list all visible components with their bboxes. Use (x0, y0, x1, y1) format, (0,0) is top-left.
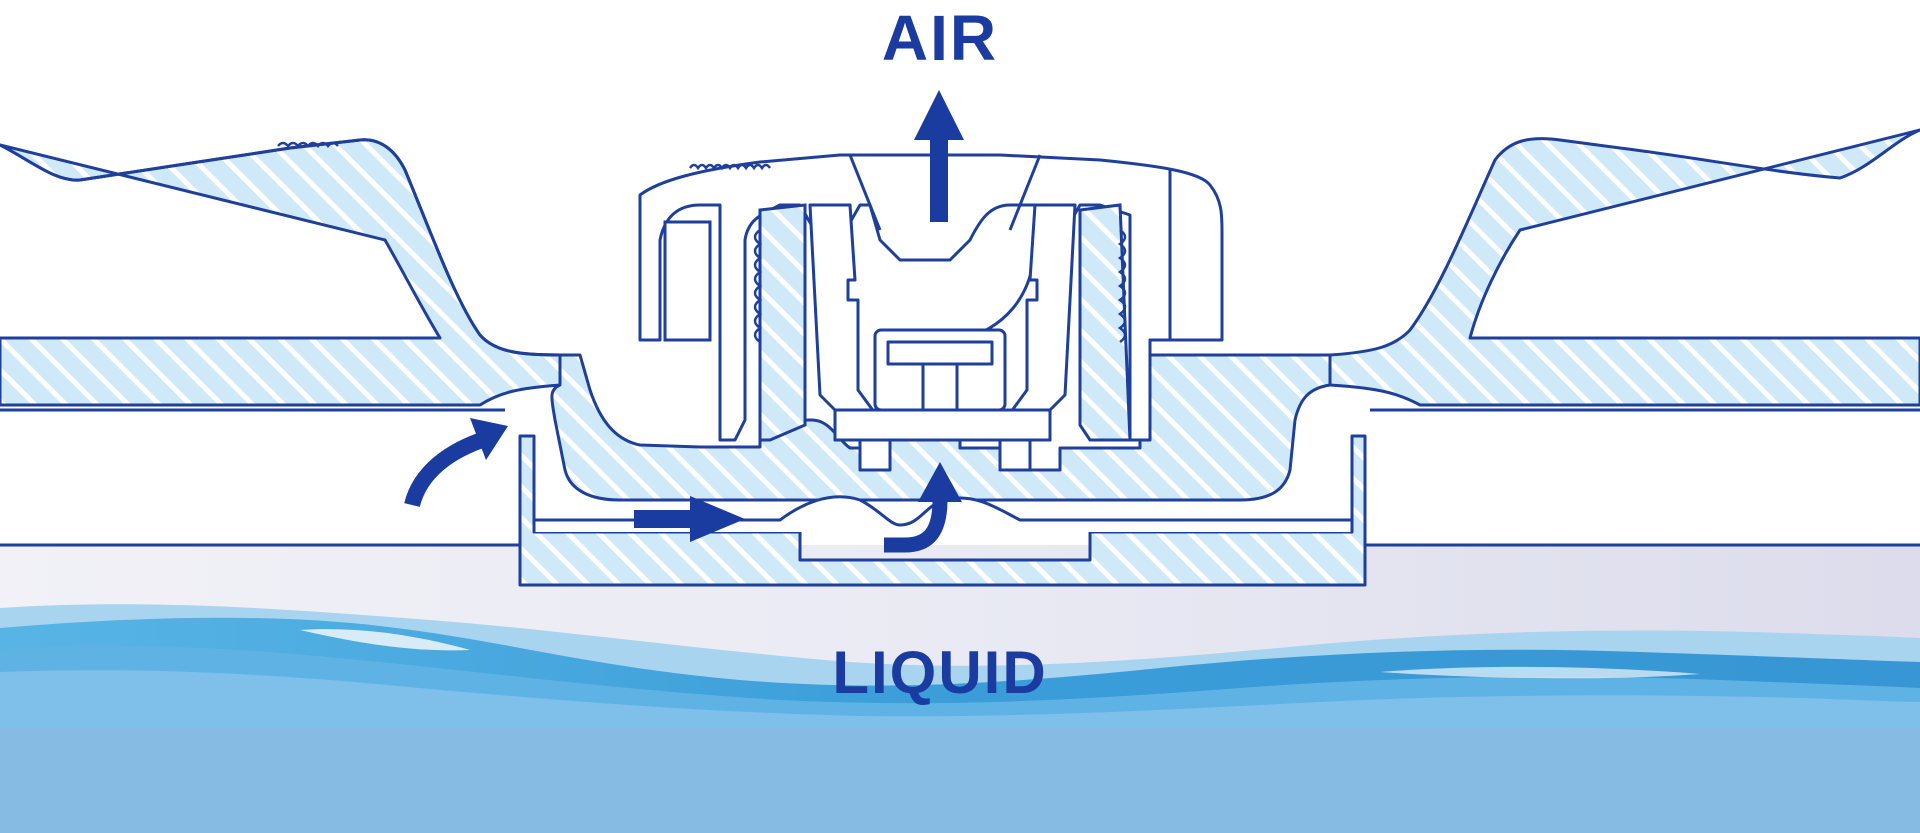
left-wall (0, 138, 562, 407)
arrow-right-icon (634, 496, 745, 542)
curved-arrow-up-icon (884, 462, 962, 553)
curved-arrow-icon (404, 418, 508, 508)
liquid-label: LIQUID (832, 639, 1047, 706)
air-label: AIR (882, 2, 998, 74)
layer-lines (0, 408, 1920, 547)
liquid-region (0, 545, 1920, 833)
threaded-spouts (753, 203, 1132, 442)
right-wall (1328, 128, 1920, 407)
valve-core (833, 328, 1052, 472)
arrow-up-icon (914, 90, 964, 222)
